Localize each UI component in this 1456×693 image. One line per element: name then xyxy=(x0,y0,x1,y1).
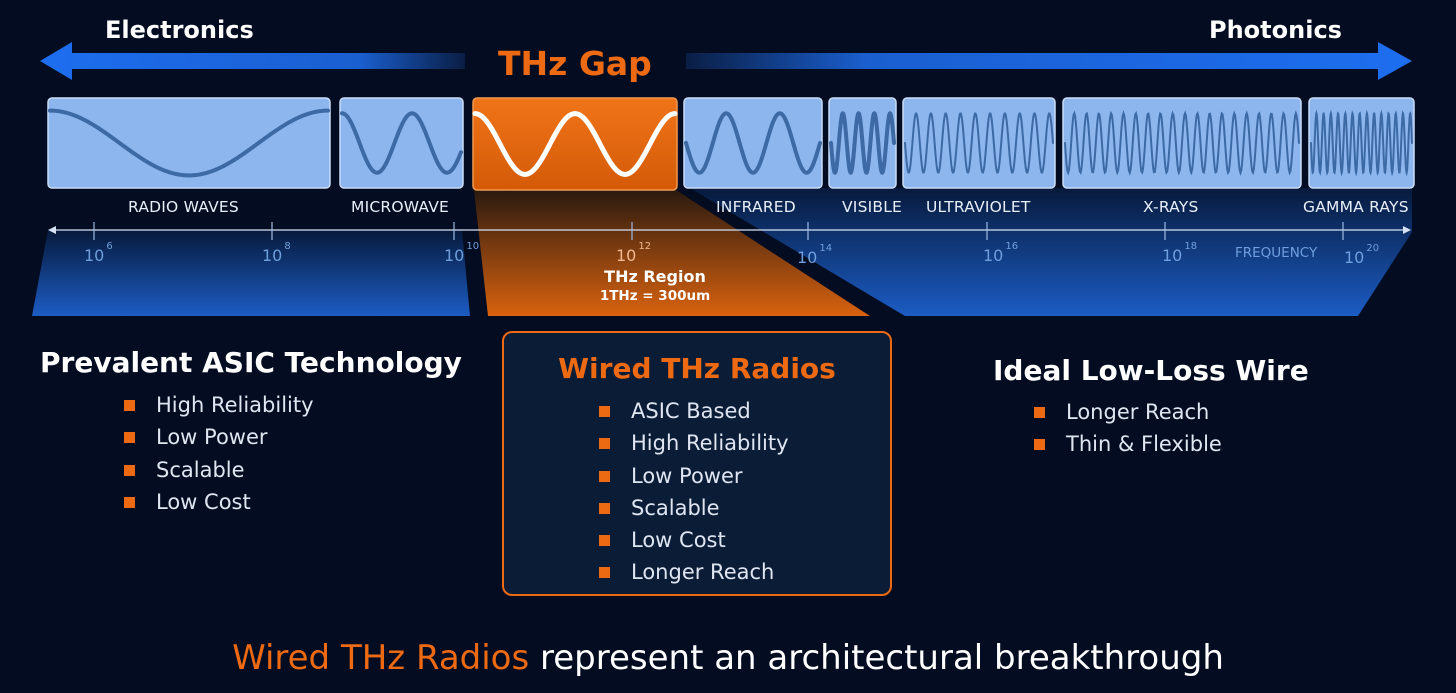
right-section-list: Longer Reach Thin & Flexible xyxy=(1034,396,1222,461)
wave-infrared xyxy=(684,111,822,175)
list-item: Longer Reach xyxy=(1034,396,1222,428)
wave-gamma-rays xyxy=(1310,109,1413,177)
photonics-arrow xyxy=(686,42,1412,80)
band-label-ultraviolet: ULTRAVIOLET xyxy=(926,198,1031,216)
wave-ultraviolet xyxy=(904,112,1054,174)
panel-radio-waves xyxy=(47,97,331,189)
thz-region-band xyxy=(474,190,870,316)
center-section-list: ASIC Based High Reliability Low Power Sc… xyxy=(599,395,789,589)
center-section-title: Wired THz Radios xyxy=(558,352,836,385)
band-label-infrared: INFRARED xyxy=(716,198,796,216)
band-label-gamma-rays: GAMMA RAYS xyxy=(1303,198,1409,216)
list-item: High Reliability xyxy=(124,389,314,421)
wave-thz xyxy=(472,111,678,177)
axis-right-arrowhead xyxy=(1403,226,1411,234)
band-label-microwave: MICROWAVE xyxy=(351,198,450,216)
list-item: Low Cost xyxy=(124,486,314,518)
list-item: Low Power xyxy=(124,421,314,453)
list-item: Low Power xyxy=(599,460,789,492)
wired-thz-radios-box xyxy=(502,331,892,596)
footer-rest: represent an architectural breakthrough xyxy=(529,638,1224,678)
list-item: ASIC Based xyxy=(599,395,789,427)
left-section-list: High Reliability Low Power Scalable Low … xyxy=(124,389,314,518)
electronics-frequency-band xyxy=(32,230,470,316)
photonics-label: Photonics xyxy=(1209,16,1342,44)
frequency-axis-label: FREQUENCY xyxy=(1235,245,1318,261)
thz-region-equation: 1THz = 300um xyxy=(599,288,711,304)
right-section-title: Ideal Low-Loss Wire xyxy=(993,354,1309,387)
spectrum-panels xyxy=(47,97,1415,191)
list-item: Scalable xyxy=(124,454,314,486)
photonics-frequency-band xyxy=(690,188,1412,316)
list-item: Thin & Flexible xyxy=(1034,428,1222,460)
footer-accent: Wired THz Radios xyxy=(232,638,530,678)
wave-radio-waves xyxy=(48,108,330,178)
left-section-title: Prevalent ASIC Technology xyxy=(40,346,462,379)
band-label-radio-waves: RADIO WAVES xyxy=(128,198,239,216)
band-label-x-rays: X-RAYS xyxy=(1143,198,1199,216)
list-item: Longer Reach xyxy=(599,556,789,588)
footer-tagline: Wired THz Radios represent an architectu… xyxy=(0,638,1456,678)
wave-x-rays xyxy=(1064,110,1300,176)
electronics-arrow xyxy=(40,42,465,80)
band-label-visible: VISIBLE xyxy=(842,198,903,216)
list-item: Low Cost xyxy=(599,524,789,556)
electronics-label: Electronics xyxy=(105,16,254,44)
axis-left-arrowhead xyxy=(48,226,56,234)
panel-thz xyxy=(472,97,678,191)
thz-gap-title: THz Gap xyxy=(498,44,652,83)
frequency-axis xyxy=(48,222,1411,240)
list-item: High Reliability xyxy=(599,427,789,459)
wave-visible xyxy=(829,111,896,175)
wave-microwave xyxy=(340,111,463,175)
thz-region-title: THz Region xyxy=(604,267,706,286)
list-item: Scalable xyxy=(599,492,789,524)
